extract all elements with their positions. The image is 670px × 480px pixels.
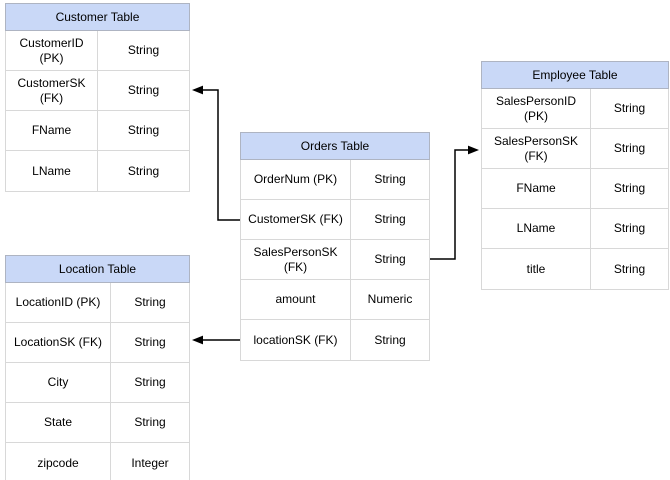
table-row: LName String (6, 151, 189, 191)
field-type: String (127, 43, 160, 57)
field-name: SalesPersonID (PK) (482, 89, 591, 128)
field-type: String (374, 172, 406, 186)
table-row: amount Numeric (241, 280, 429, 320)
table-row: LocationID (PK) String (6, 283, 189, 323)
field-type: String (613, 261, 646, 276)
table-row: SalesPersonID (PK) String (482, 89, 668, 129)
arrowhead-left-icon (192, 85, 203, 95)
customer-table-rows: CustomerID (PK) String CustomerSK (FK) S… (5, 31, 190, 192)
orders-to-employee-connector (430, 145, 479, 260)
field-name: amount (241, 280, 351, 319)
employee-table-rows: SalesPersonID (PK) String SalesPersonSK … (481, 89, 669, 290)
field-name: CustomerSK (FK) (6, 71, 98, 110)
field-type: String (374, 212, 406, 226)
table-row: locationSK (FK) String (241, 320, 429, 360)
table-row: City String (6, 363, 189, 403)
field-name: FName (6, 111, 98, 150)
field-type: String (374, 252, 406, 266)
field-name: LocationID (PK) (6, 283, 111, 322)
location-table-title: Location Table (5, 255, 190, 283)
table-row: title String (482, 249, 668, 289)
orders-table-title: Orders Table (240, 132, 430, 160)
field-name: CustomerSK (FK) (241, 200, 351, 239)
field-name: OrderNum (PK) (241, 160, 351, 199)
field-name: SalesPersonSK (FK) (241, 240, 351, 279)
field-name: FName (482, 169, 591, 208)
orders-to-customer-connector (192, 85, 240, 221)
orders-table-rows: OrderNum (PK) String CustomerSK (FK) Str… (240, 160, 430, 361)
orders-table: Orders Table OrderNum (PK) String Custom… (240, 132, 430, 361)
table-row: CustomerID (PK) String (6, 31, 189, 71)
field-type: Integer (131, 455, 169, 470)
field-name: State (6, 403, 111, 442)
field-type: String (613, 221, 646, 235)
table-row: zipcode Integer (6, 443, 189, 480)
field-type: Numeric (367, 292, 413, 306)
field-type: String (134, 415, 166, 429)
arrowhead-right-icon (468, 145, 479, 155)
table-row: State String (6, 403, 189, 443)
table-row: OrderNum (PK) String (241, 160, 429, 200)
field-name: locationSK (FK) (241, 320, 351, 360)
table-row: FName String (482, 169, 668, 209)
field-name: LName (6, 151, 98, 191)
field-name: title (482, 249, 591, 289)
field-type: String (613, 101, 646, 115)
customer-table-title: Customer Table (5, 3, 190, 31)
table-row: LocationSK (FK) String (6, 323, 189, 363)
employee-table: Employee Table SalesPersonID (PK) String… (481, 61, 669, 290)
field-name: LName (482, 209, 591, 248)
table-row: SalesPersonSK (FK) String (482, 129, 668, 169)
table-row: SalesPersonSK (FK) String (241, 240, 429, 280)
employee-table-title: Employee Table (481, 61, 669, 89)
arrowhead-left-icon (192, 335, 203, 345)
field-type: String (134, 295, 166, 309)
field-type: String (134, 335, 166, 349)
field-type: String (127, 83, 160, 97)
field-type: String (134, 375, 166, 389)
field-type: String (127, 123, 160, 137)
table-row: CustomerSK (FK) String (6, 71, 189, 111)
field-name: LocationSK (FK) (6, 323, 111, 362)
field-name: SalesPersonSK (FK) (482, 129, 591, 168)
table-row: FName String (6, 111, 189, 151)
customer-table: Customer Table CustomerID (PK) String Cu… (5, 3, 190, 192)
location-table-rows: LocationID (PK) String LocationSK (FK) S… (5, 283, 190, 480)
field-name: zipcode (6, 443, 111, 480)
field-type: String (613, 141, 646, 155)
location-table: Location Table LocationID (PK) String Lo… (5, 255, 190, 480)
table-row: LName String (482, 209, 668, 249)
field-type: String (127, 163, 160, 178)
field-type: String (613, 181, 646, 195)
orders-to-location-connector (192, 335, 240, 345)
table-row: CustomerSK (FK) String (241, 200, 429, 240)
field-type: String (374, 332, 406, 347)
field-name: City (6, 363, 111, 402)
field-name: CustomerID (PK) (6, 31, 98, 70)
